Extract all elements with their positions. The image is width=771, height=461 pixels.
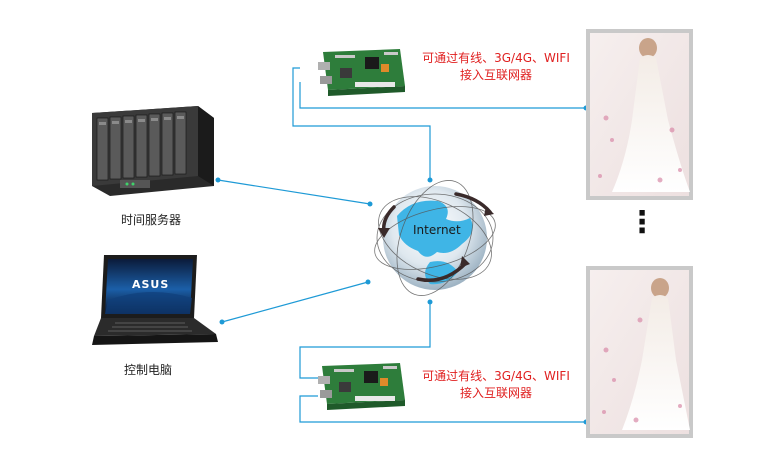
controller-top-line-2: 接入互联网器 xyxy=(459,68,532,82)
controller-top-annotation: 可通过有线、3G/4G、WIFI 接入互联网器 xyxy=(412,50,580,84)
control-computer-label: 控制电脑 xyxy=(124,363,173,377)
more-screens-ellipsis: ⋮ xyxy=(627,205,657,240)
link-server-to-globe xyxy=(217,179,371,205)
display-screen-bottom xyxy=(586,266,693,438)
server-rack-icon xyxy=(92,106,214,196)
laptop-brand-logo: ASUS xyxy=(132,278,170,291)
connection-lines xyxy=(217,67,586,423)
controller-board-top xyxy=(318,49,405,96)
controller-board-bottom xyxy=(318,363,405,410)
controller-bottom-line-1: 可通过有线、3G/4G、WIFI xyxy=(422,369,570,383)
controller-top-line-1: 可通过有线、3G/4G、WIFI xyxy=(422,51,570,65)
link-bottom-controller-to-screen xyxy=(299,395,586,423)
time-server-label: 时间服务器 xyxy=(121,213,182,227)
internet-label: Internet xyxy=(413,223,461,237)
controller-bottom-line-2: 接入互联网器 xyxy=(459,386,532,400)
link-laptop-to-globe xyxy=(221,281,369,323)
link-top-controller-to-globe xyxy=(292,67,431,180)
controller-bottom-annotation: 可通过有线、3G/4G、WIFI 接入互联网器 xyxy=(412,368,580,402)
internet-globe-icon xyxy=(374,180,496,296)
display-screen-top xyxy=(586,29,693,200)
link-top-controller-to-screen xyxy=(299,82,586,109)
laptop-icon xyxy=(92,255,218,345)
link-bottom-controller-to-globe xyxy=(299,302,431,379)
